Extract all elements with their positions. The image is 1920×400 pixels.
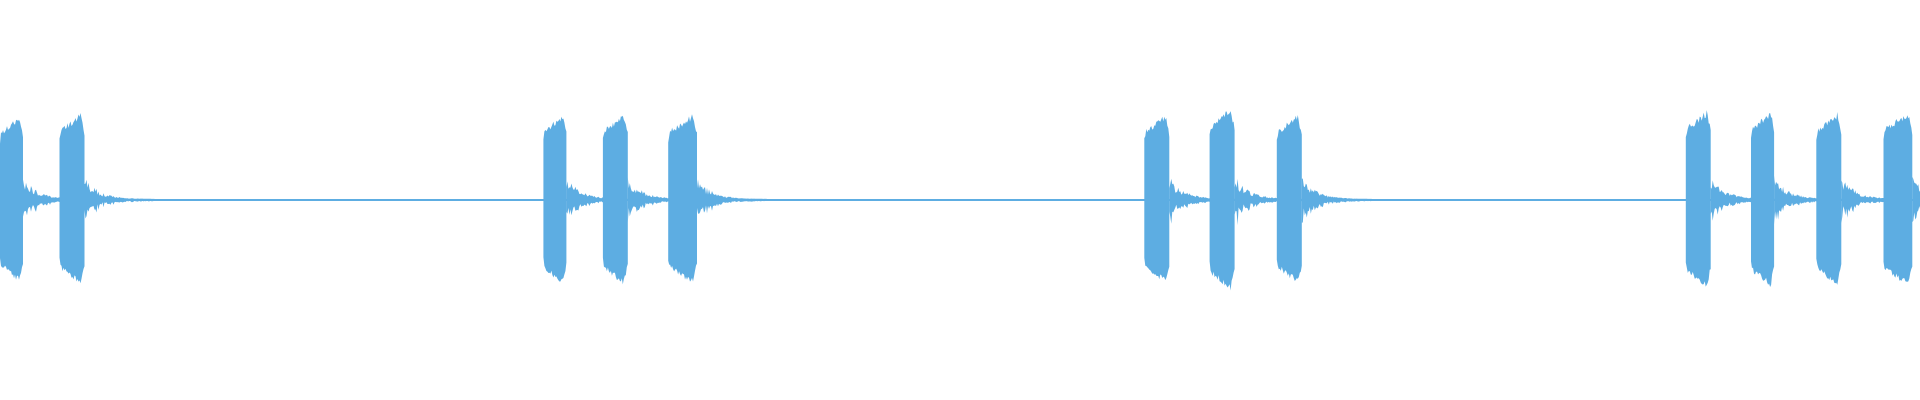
baseline-noise [0,199,1920,201]
waveform-burst [0,119,93,280]
waveform-burst [1144,116,1240,281]
waveform-burst [1276,115,1372,281]
waveform-burst [543,116,637,282]
waveform-burst [59,113,155,284]
waveform-burst [668,114,767,282]
waveform-burst [602,115,698,285]
waveform-burst [1685,110,1781,287]
waveform-layer [0,110,1920,291]
waveform-burst [1751,113,1845,287]
waveform-burst [1816,112,1912,285]
waveform-burst [1209,111,1305,291]
waveform-burst [1883,115,1920,282]
